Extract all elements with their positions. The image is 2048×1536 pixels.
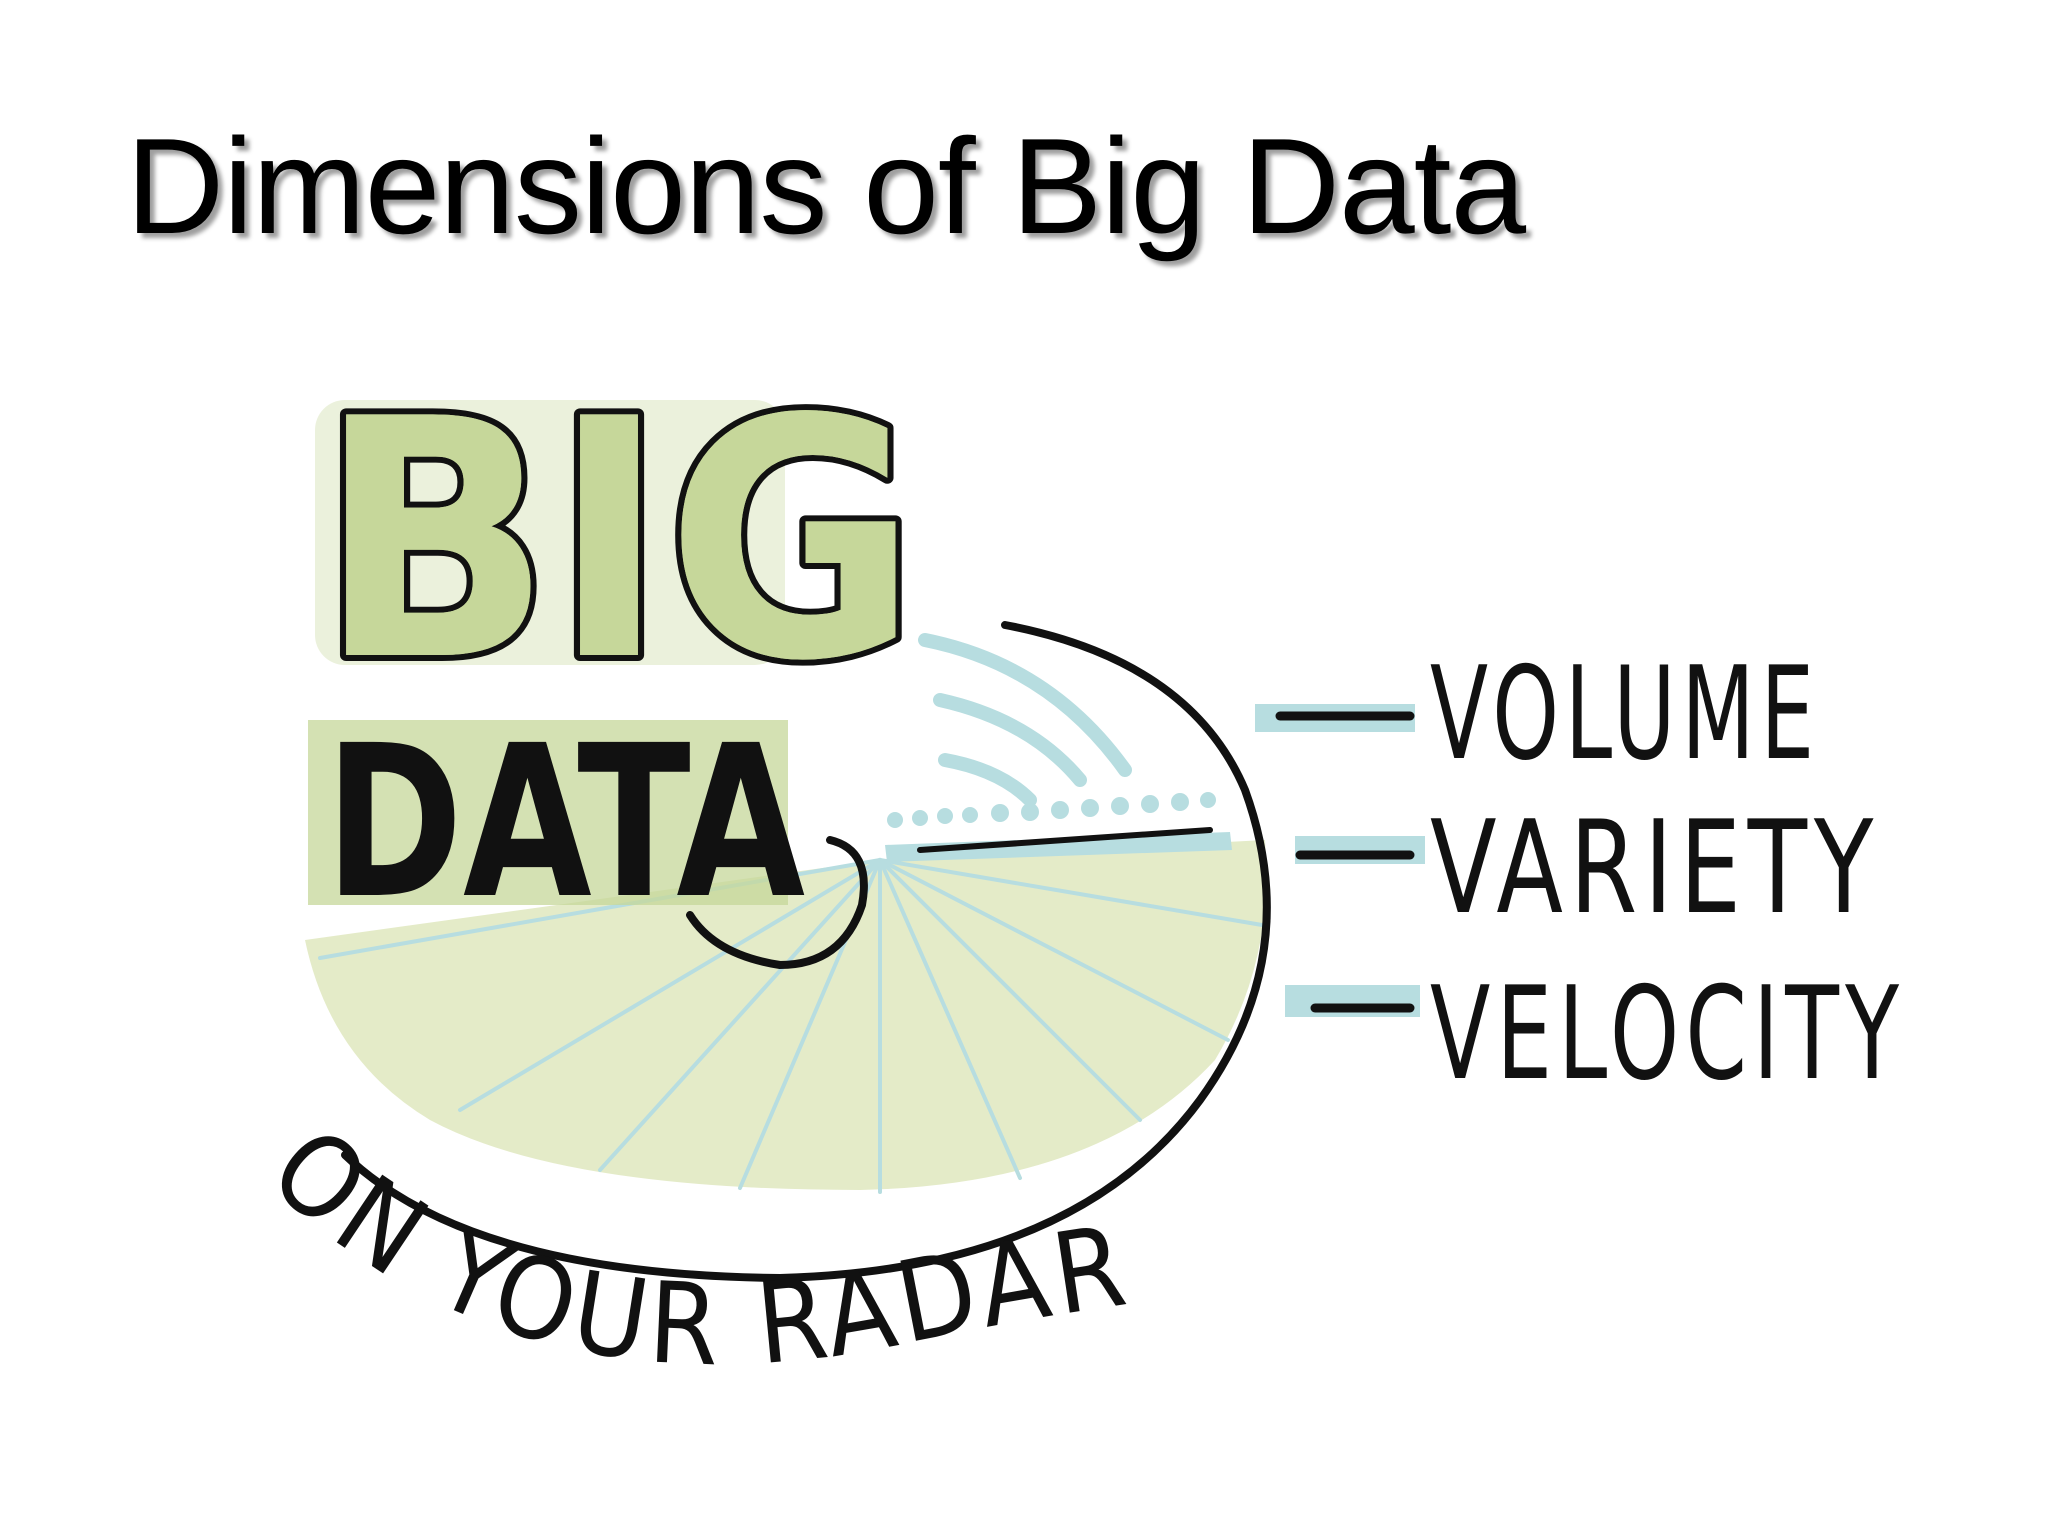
dimension-connector-variety [1295,836,1425,864]
dimension-label-volume: VOLUME [1430,640,1820,789]
data-word-lettering: DATA [308,700,805,945]
radar-sweep-arcs [918,633,1132,807]
radar-sweep-line [917,827,1213,853]
radar-fan [305,840,1267,1190]
dimension-label-velocity: VELOCITY [1430,960,1905,1109]
dimension-connector-volume [1255,704,1415,732]
radar-outer-arc [341,621,1271,1283]
dimension-connector-velocity [1285,985,1420,1017]
dimension-label-variety: VARIETY [1430,794,1880,943]
radar-dotted-line [887,792,1216,828]
svg-text:BIG: BIG [318,349,918,733]
big-word-lettering: BIG BIG [312,343,924,739]
radar-blue-band [885,832,1232,862]
radar-center-arc [686,836,868,970]
slide-title: Dimensions of Big Data [126,110,1526,262]
radar-radial-lines [318,858,1264,1194]
svg-text:DATA: DATA [325,700,805,945]
svg-text:BIG: BIG [318,349,918,733]
